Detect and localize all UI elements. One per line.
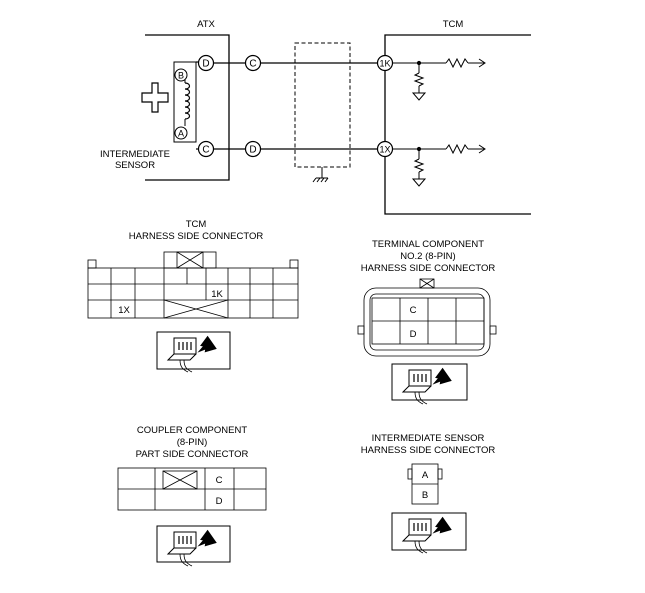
terminal-component-title-line3: HARNESS SIDE CONNECTOR (360, 263, 496, 274)
atx-pin-bottom: C (197, 140, 215, 158)
tcm-view-frame (156, 331, 231, 370)
shield-box (294, 42, 351, 168)
sensor-view-frame (391, 512, 467, 551)
sensor-connector-pin-a: A (422, 470, 429, 481)
terminal-pin-d: D (410, 329, 417, 340)
sensor-coil (184, 82, 191, 120)
svg-text:C: C (249, 59, 256, 70)
intermediate-sensor-connector (407, 463, 443, 505)
coupler-component-title-line3: PART SIDE CONNECTOR (135, 449, 249, 460)
intermediate-sensor-connector-title-line1: INTERMEDIATE SENSOR (371, 433, 485, 444)
svg-text:B: B (178, 71, 184, 81)
coupler-pin-top: C (244, 54, 262, 72)
sensor-connector-pin-b: B (422, 490, 428, 501)
svg-text:1K: 1K (379, 59, 390, 69)
coupler-component-title-line2: (8-PIN) (176, 437, 208, 448)
svg-text:D: D (249, 145, 256, 156)
coupler-pin-d: D (216, 496, 223, 507)
coupler-pin-bottom: D (244, 140, 262, 158)
sensor-symbol (141, 82, 169, 113)
svg-text:A: A (178, 129, 184, 139)
tcm-pin-top: 1K (376, 54, 394, 72)
tcm-connector-title-line1: TCM (185, 219, 207, 230)
coupler-pin-c: C (216, 475, 223, 486)
tcm-label: TCM (442, 19, 464, 30)
terminal-component-connector (357, 278, 497, 357)
tcm-connector-title-line2: HARNESS SIDE CONNECTOR (128, 231, 264, 242)
atx-pin-top: D (197, 54, 215, 72)
coupler-component-title-line1: COUPLER COMPONENT (136, 425, 248, 436)
sensor-pin-a: A (174, 126, 188, 140)
svg-text:C: C (202, 145, 209, 156)
ground-icon (312, 177, 329, 183)
svg-text:D: D (202, 59, 209, 70)
sensor-pin-b: B (174, 68, 188, 82)
terminal-view-frame (391, 363, 468, 401)
svg-text:1X: 1X (379, 145, 390, 155)
atx-box (145, 34, 230, 181)
terminal-view-icon (402, 367, 453, 405)
tcm-circuit-top (393, 57, 486, 101)
terminal-component-title-line1: TERMINAL COMPONENT (371, 239, 485, 250)
coupler-view-frame (156, 525, 231, 563)
tcm-pin-1k-label: 1K (211, 289, 223, 300)
sensor-view-icon (402, 516, 453, 554)
intermediate-sensor-label-line2: SENSOR (114, 160, 156, 171)
terminal-pin-c: C (410, 305, 417, 316)
intermediate-sensor-connector-title-line2: HARNESS SIDE CONNECTOR (360, 445, 496, 456)
terminal-component-title-line2: NO.2 (8-PIN) (400, 251, 456, 262)
tcm-circuit-bottom (393, 143, 486, 187)
sensor-coil-frame (173, 61, 197, 143)
tcm-pin-bottom: 1X (376, 140, 394, 158)
atx-label: ATX (197, 19, 215, 30)
coupler-view-icon (167, 529, 218, 567)
tcm-view-icon (167, 335, 218, 373)
intermediate-sensor-label-line1: INTERMEDIATE (99, 149, 171, 160)
tcm-box (384, 34, 531, 215)
tcm-harness-connector (87, 251, 299, 319)
coupler-component-connector (117, 467, 267, 511)
tcm-pin-1x-label: 1X (118, 305, 130, 316)
